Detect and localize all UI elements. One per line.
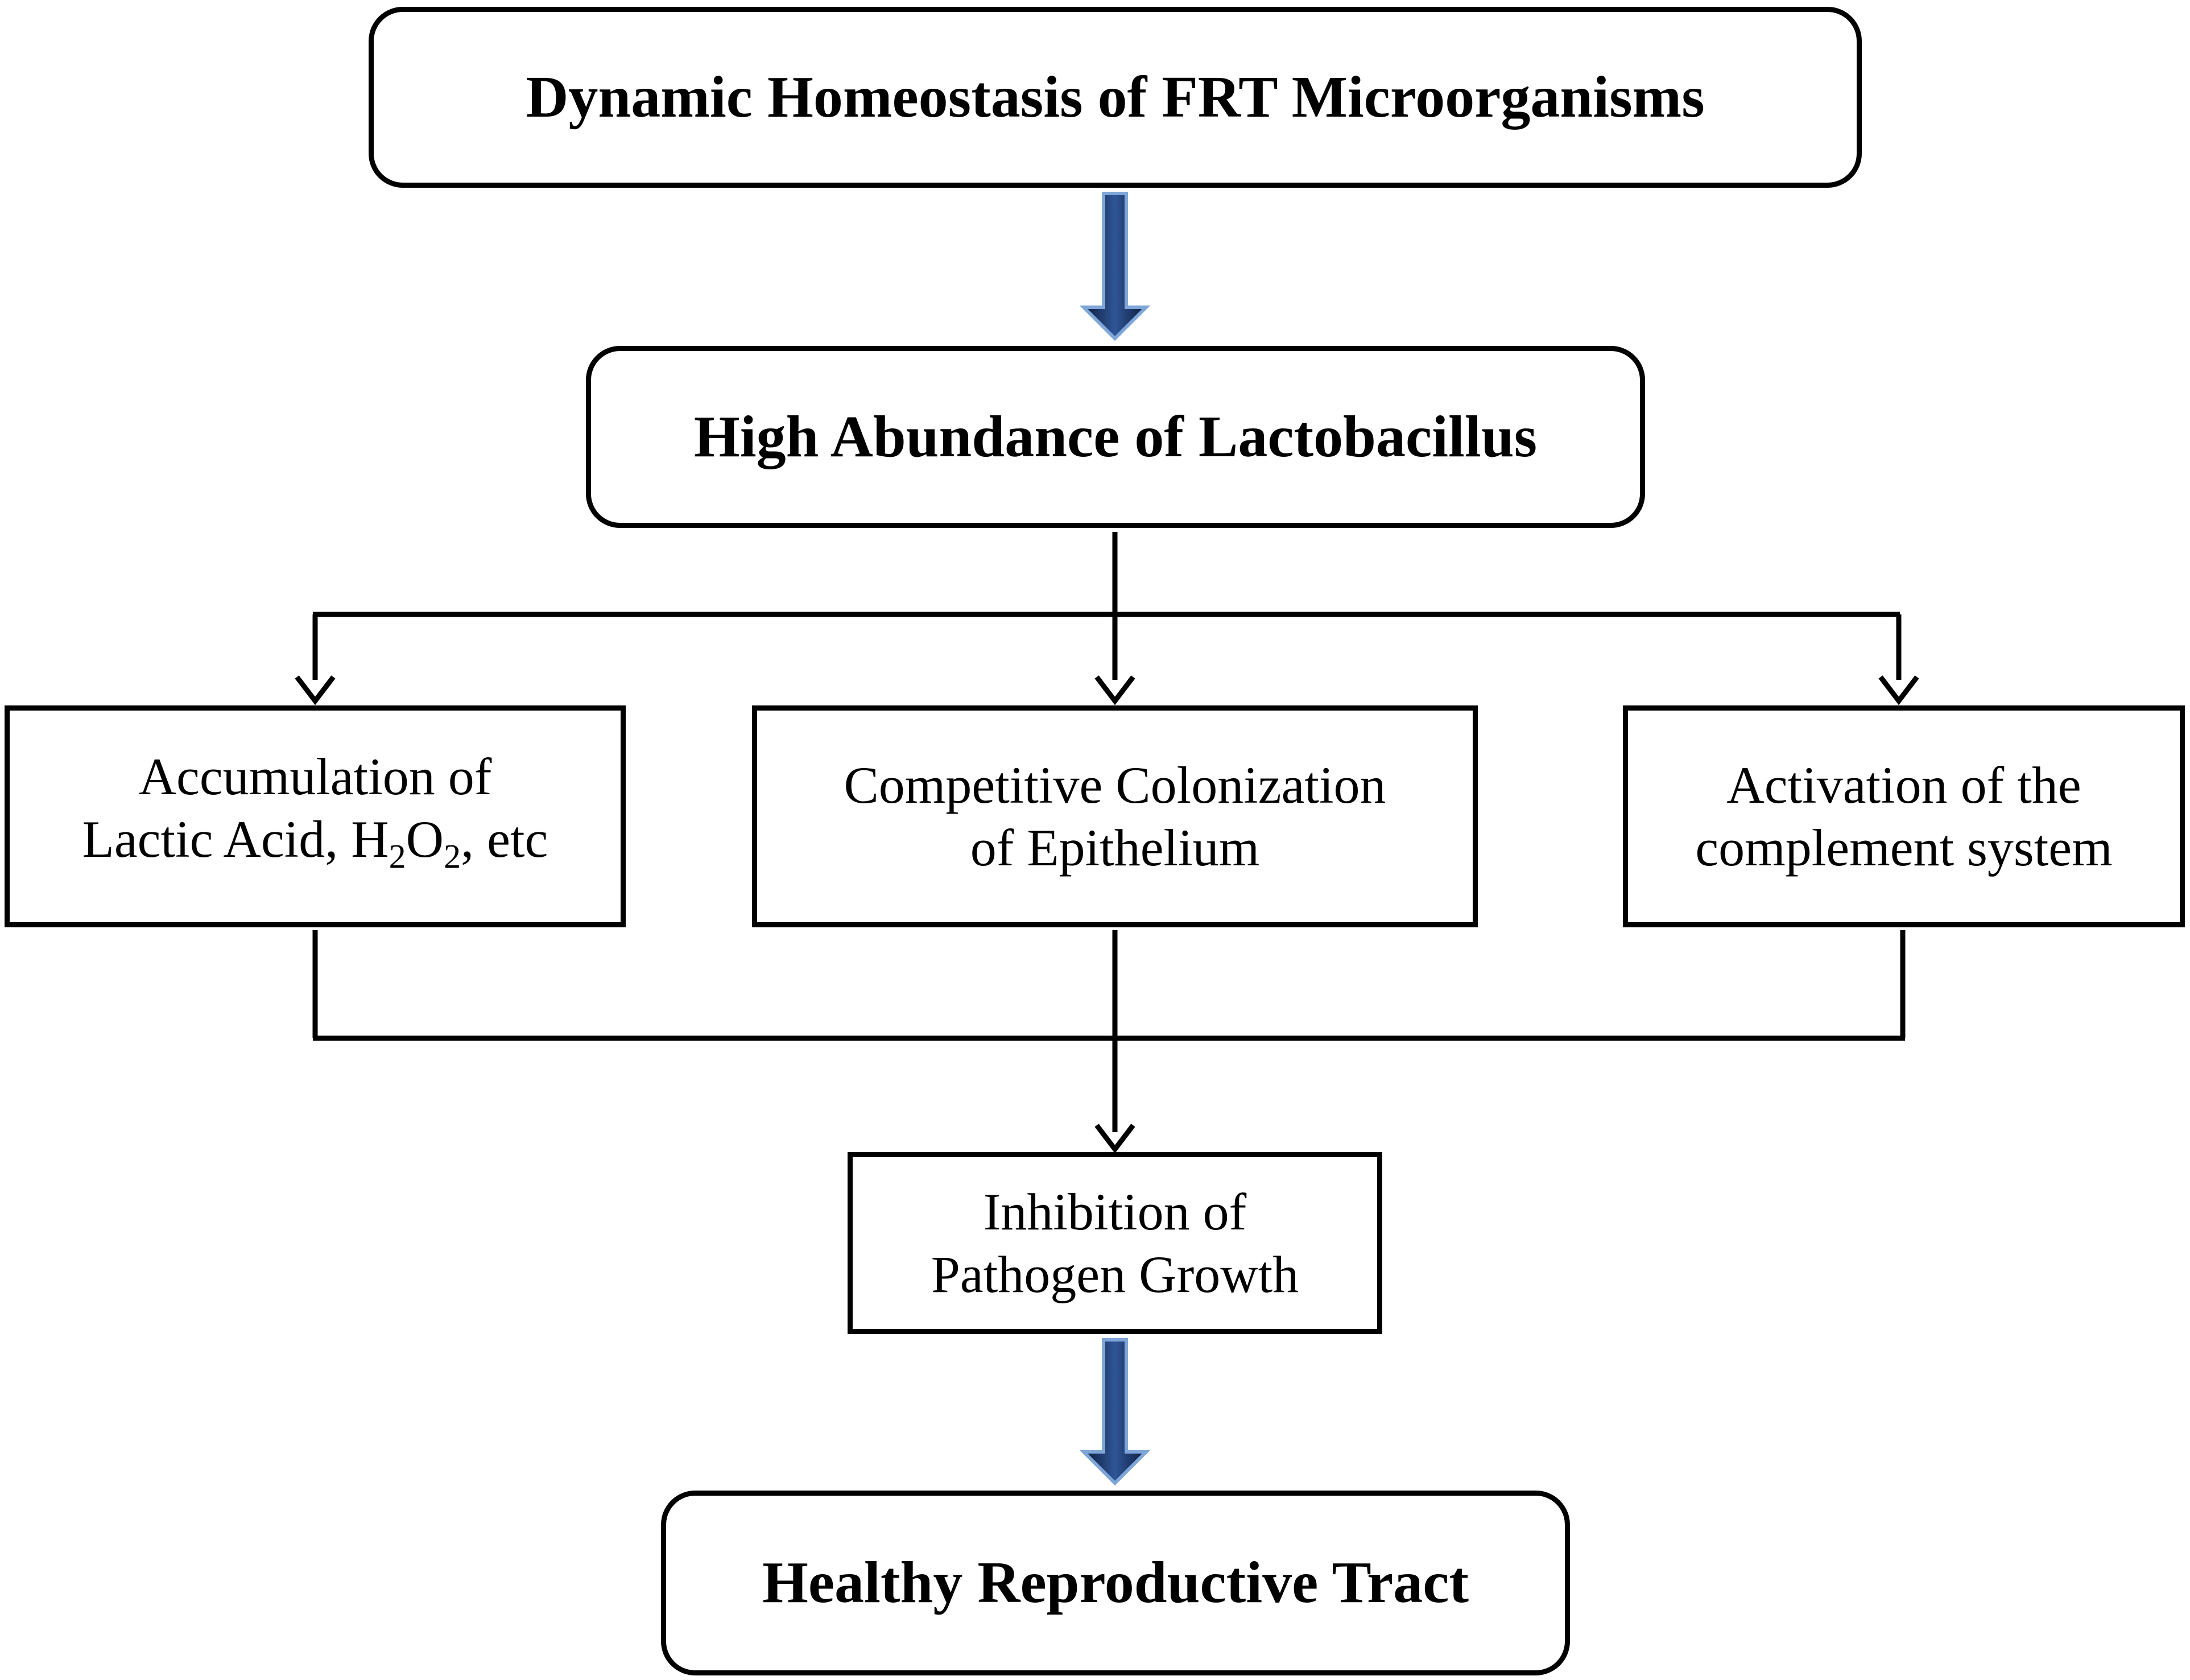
arrowhead-middle (1094, 675, 1135, 705)
block-arrow-2 (1079, 1338, 1151, 1486)
o2-subscript: 2 (444, 837, 461, 876)
lactic-line-1: Accumulation of (138, 747, 492, 806)
node-high-abundance: High Abundance of Lactobacillus (586, 346, 1645, 528)
node-accumulation-lactic-acid: Accumulation of Lactic Acid, H2O2, etc (5, 705, 626, 927)
h2-subscript: 2 (389, 837, 406, 876)
arrowhead-merge (1094, 1124, 1135, 1154)
node-high-abundance-label: High Abundance of Lactobacillus (693, 403, 1538, 469)
complement-line-1: Activation of the (1726, 756, 2081, 814)
lactic-line-2: Lactic Acid, H2O2, etc (82, 808, 548, 888)
oxygen-symbol: O (406, 810, 444, 868)
lactic-line-2-post: , etc (461, 810, 548, 868)
block-arrow-1 (1079, 192, 1151, 341)
node-competitive-colonization: Competitive Colonization of Epithelium (752, 705, 1478, 927)
colonization-line-2: of Epithelium (970, 819, 1260, 877)
arrowhead-left (295, 675, 336, 705)
node-dynamic-homeostasis-label: Dynamic Homeostasis of FRT Microorganism… (526, 64, 1705, 130)
node-complement-activation: Activation of the complement system (1623, 705, 2185, 927)
inhibition-line-2: Pathogen Growth (931, 1245, 1299, 1303)
node-healthy-tract-label: Healthy Reproductive Tract (762, 1550, 1469, 1616)
inhibition-line-1: Inhibition of (983, 1183, 1247, 1241)
node-healthy-tract: Healthy Reproductive Tract (661, 1491, 1570, 1675)
complement-line-2: complement system (1695, 819, 2113, 877)
node-dynamic-homeostasis: Dynamic Homeostasis of FRT Microorganism… (369, 7, 1862, 188)
colonization-line-1: Competitive Colonization (844, 756, 1386, 814)
node-inhibition-pathogen: Inhibition of Pathogen Growth (848, 1152, 1382, 1334)
lactic-line-2-pre: Lactic Acid, H (82, 810, 389, 868)
arrowhead-right (1878, 675, 1919, 705)
